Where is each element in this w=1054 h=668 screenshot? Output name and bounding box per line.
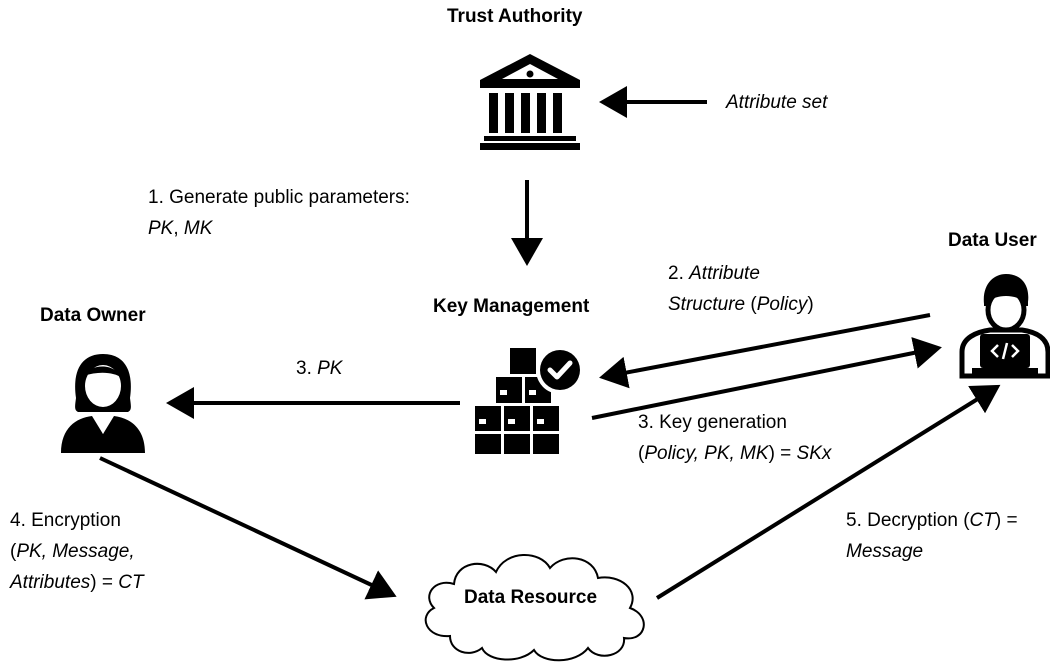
step5-label: 5. Decryption (CT) = Message bbox=[846, 510, 1018, 562]
developer-laptop-icon bbox=[959, 274, 1050, 379]
arrow-owner-to-resource bbox=[99, 456, 397, 600]
arrow-key-management-to-user bbox=[591, 337, 942, 420]
bank-building-icon bbox=[480, 54, 580, 150]
boxes-checkmark-icon bbox=[475, 346, 584, 454]
arrow-user-policy-to-key-management bbox=[599, 313, 931, 389]
step1-label: 1. Generate public parameters: PK, MK bbox=[148, 187, 410, 239]
woman-user-icon bbox=[61, 354, 145, 453]
step3-pk-label: 3. PK bbox=[296, 358, 343, 379]
step4-label: 4. Encryption (PK, Message, Attributes) … bbox=[10, 510, 144, 593]
cloud-icon bbox=[424, 554, 645, 662]
data-owner-title: Data Owner bbox=[40, 305, 146, 326]
step3-keygen-label: 3. Key generation (Policy, PK, MK) = SKx bbox=[638, 412, 832, 464]
key-management-title: Key Management bbox=[433, 296, 590, 317]
step2-label: 2. Attribute Structure (Policy) bbox=[668, 263, 814, 315]
data-user-title: Data User bbox=[948, 230, 1037, 251]
attribute-set-label: Attribute set bbox=[726, 92, 828, 113]
trust-authority-title: Trust Authority bbox=[447, 6, 583, 27]
arrow-resource-to-user bbox=[655, 384, 1001, 600]
data-resource-title: Data Resource bbox=[464, 587, 598, 608]
